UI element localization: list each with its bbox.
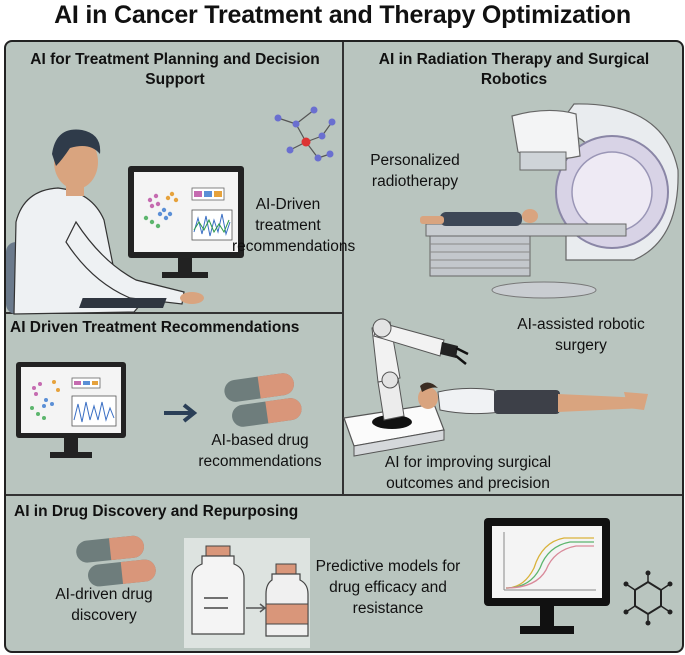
caption-ai-driven-drug-discovery: AI-driven drug discovery xyxy=(55,586,153,624)
panel-divider-bottom xyxy=(6,494,682,496)
caption-personalized-radiotherapy: Personalized radiotherapy xyxy=(370,152,460,190)
capsule-icons xyxy=(224,373,302,427)
panel-title-discovery: AI in Drug Discovery and Repurposing xyxy=(14,503,299,520)
caption-surgical-outcomes: AI for improving surgical outcomes and p… xyxy=(384,454,552,492)
diagram-frame: AI for Treatment Planning and Decision S… xyxy=(4,40,684,653)
panel-divider-vertical xyxy=(342,42,344,494)
panel-title-recommendations: AI Driven Treatment Recommendations xyxy=(10,319,300,336)
doctor-at-computer-illustration xyxy=(6,106,336,315)
radiotherapy-machine-illustration xyxy=(420,103,679,299)
arrow-right-icon xyxy=(164,403,198,423)
caption-ai-assisted-robotic-surgery: AI-assisted robotic surgery xyxy=(517,316,645,354)
figure-title: AI in Cancer Treatment and Therapy Optim… xyxy=(54,1,631,29)
molecule-icon xyxy=(623,570,673,626)
panel-title-planning: AI for Treatment Planning and Decision S… xyxy=(30,51,320,88)
monitor-chart-illustration xyxy=(484,518,610,634)
caption-ai-driven-treatment: AI-Driven treatment recommendations xyxy=(232,196,356,255)
caption-predictive-models: Predictive models for drug efficacy and … xyxy=(315,558,461,617)
caption-ai-based-drug-recommendations: AI-based drug recommendations xyxy=(198,432,322,470)
capsule-icons-discovery xyxy=(76,535,156,587)
panel-title-radiation: AI in Radiation Therapy and Surgical Rob… xyxy=(378,51,650,88)
monitor-illustration-small xyxy=(16,362,126,458)
drug-vials-illustration xyxy=(184,538,310,648)
robotic-arm-illustration xyxy=(343,318,648,457)
panel-divider-left xyxy=(6,312,343,314)
